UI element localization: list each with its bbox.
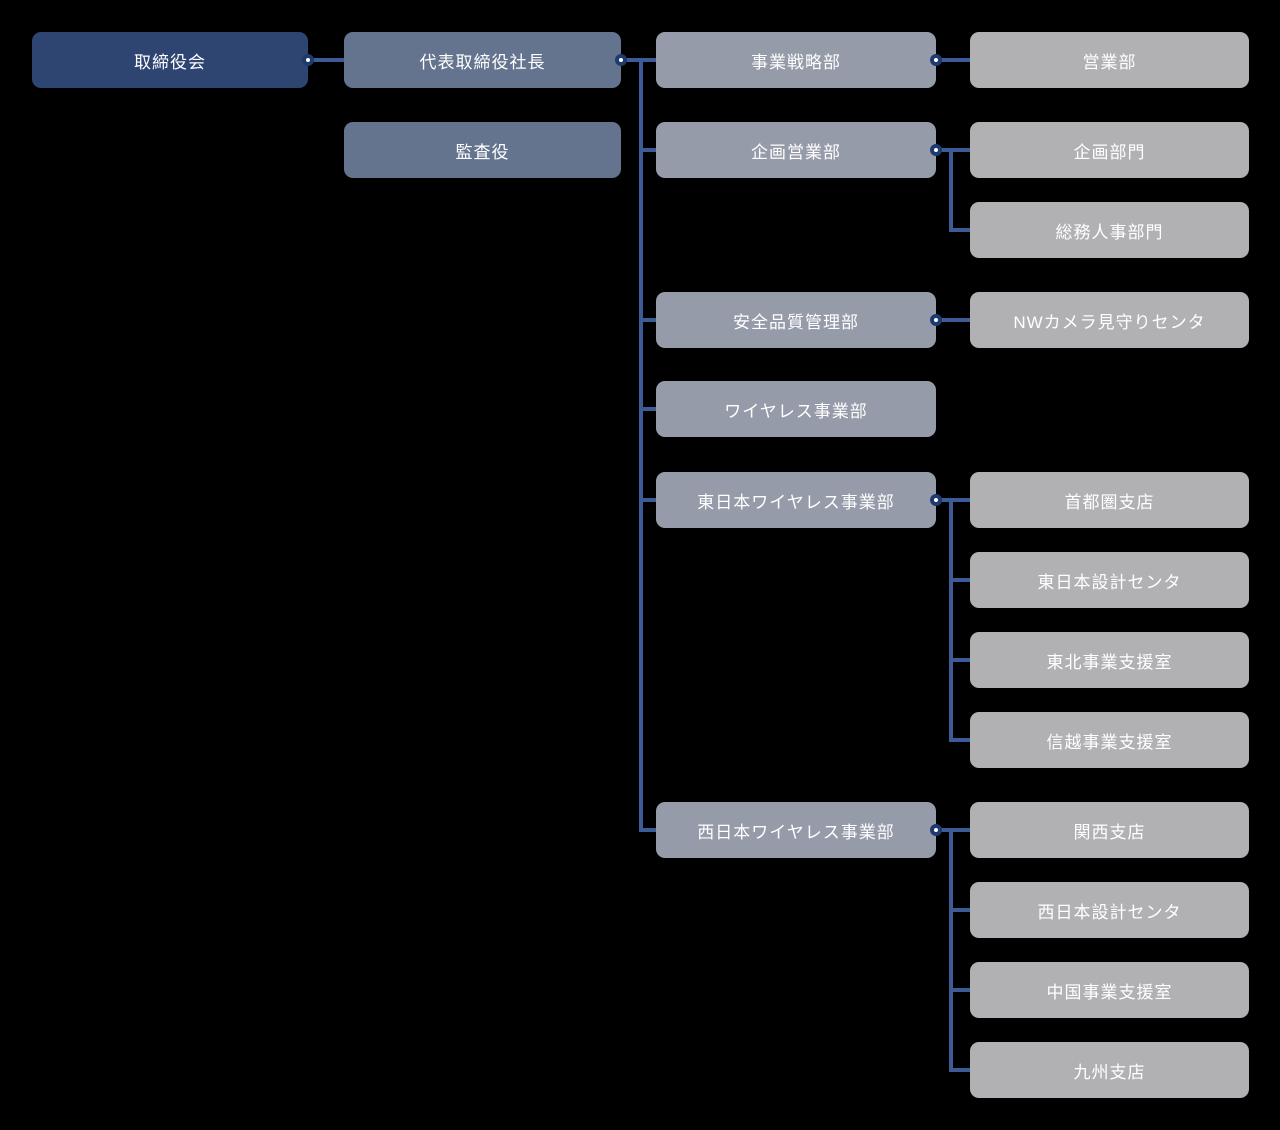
trunk-president-children (639, 58, 643, 832)
node-board: 取締役会 (32, 32, 308, 88)
connector-dot-planning-sales (930, 144, 942, 156)
connector-dot-president (615, 54, 627, 66)
node-west-wireless: 西日本ワイヤレス事業部 (656, 802, 936, 858)
trunk-planning-sales-children (949, 148, 953, 232)
node-metropolitan-branch-label: 首都圏支店 (1064, 492, 1155, 512)
node-kyushu-branch-label: 九州支店 (1073, 1062, 1146, 1082)
connector-dot-west-wireless (930, 824, 942, 836)
node-west-wireless-label: 西日本ワイヤレス事業部 (697, 822, 895, 842)
connector-board-president (306, 58, 344, 62)
node-strategy: 事業戦略部 (656, 32, 936, 88)
node-strategy-label: 事業戦略部 (751, 52, 841, 72)
node-west-design-center-label: 西日本設計センタ (1037, 902, 1182, 922)
connector-strategy-sales (933, 58, 970, 62)
node-auditor: 監査役 (344, 122, 621, 178)
node-tohoku-support: 東北事業支援室 (970, 632, 1249, 688)
node-planning-div: 企画部門 (970, 122, 1249, 178)
connector-dot-safety-quality (930, 314, 942, 326)
node-shinetsu-support: 信越事業支援室 (970, 712, 1249, 768)
stub-west-design-center (949, 908, 970, 912)
node-wireless-label: ワイヤレス事業部 (724, 401, 868, 421)
node-sales: 営業部 (970, 32, 1249, 88)
connector-dot-east-wireless (930, 494, 942, 506)
trunk-west-wireless-children (949, 828, 953, 1072)
node-chugoku-support: 中国事業支援室 (970, 962, 1249, 1018)
node-safety-quality-label: 安全品質管理部 (733, 312, 859, 332)
node-planning-div-label: 企画部門 (1073, 142, 1146, 162)
node-planning-sales: 企画営業部 (656, 122, 936, 178)
node-chugoku-support-label: 中国事業支援室 (1046, 982, 1173, 1002)
connector-dot-strategy (930, 54, 942, 66)
stub-tohoku-support (949, 658, 970, 662)
stub-general-affairs-hr (949, 228, 970, 232)
connector-dot-board (302, 54, 314, 66)
node-shinetsu-support-label: 信越事業支援室 (1046, 732, 1173, 752)
node-sales-label: 営業部 (1082, 52, 1137, 72)
node-planning-sales-label: 企画営業部 (751, 142, 841, 162)
node-east-wireless-label: 東日本ワイヤレス事業部 (697, 492, 895, 512)
stub-west-wireless (639, 828, 656, 832)
node-tohoku-support-label: 東北事業支援室 (1046, 652, 1173, 672)
node-metropolitan-branch: 首都圏支店 (970, 472, 1249, 528)
node-east-wireless: 東日本ワイヤレス事業部 (656, 472, 936, 528)
stub-safety-quality (639, 318, 656, 322)
node-general-affairs-hr: 総務人事部門 (970, 202, 1249, 258)
node-wireless: ワイヤレス事業部 (656, 381, 936, 437)
node-kansai-branch-label: 関西支店 (1073, 822, 1146, 842)
node-east-design-center-label: 東日本設計センタ (1037, 572, 1182, 592)
stub-east-design-center (949, 578, 970, 582)
node-general-affairs-hr-label: 総務人事部門 (1055, 222, 1164, 242)
stub-wireless (639, 407, 656, 411)
connector-president-strategy (618, 58, 656, 62)
node-kansai-branch: 関西支店 (970, 802, 1249, 858)
stub-planning-sales (639, 148, 656, 152)
node-board-label: 取締役会 (134, 52, 206, 72)
node-east-design-center: 東日本設計センタ (970, 552, 1249, 608)
node-kyushu-branch: 九州支店 (970, 1042, 1249, 1098)
node-president: 代表取締役社長 (344, 32, 621, 88)
trunk-east-wireless-children (949, 498, 953, 742)
node-nw-camera: NWカメラ見守りセンタ (970, 292, 1249, 348)
node-nw-camera-label: NWカメラ見守りセンタ (1013, 312, 1206, 332)
node-auditor-label: 監査役 (455, 142, 510, 162)
node-president-label: 代表取締役社長 (419, 52, 546, 72)
stub-kyushu-branch (949, 1068, 970, 1072)
stub-east-wireless (639, 498, 656, 502)
stub-shinetsu-support (949, 738, 970, 742)
node-west-design-center: 西日本設計センタ (970, 882, 1249, 938)
node-safety-quality: 安全品質管理部 (656, 292, 936, 348)
connector-safety-nw-camera (933, 318, 970, 322)
stub-chugoku-support (949, 988, 970, 992)
